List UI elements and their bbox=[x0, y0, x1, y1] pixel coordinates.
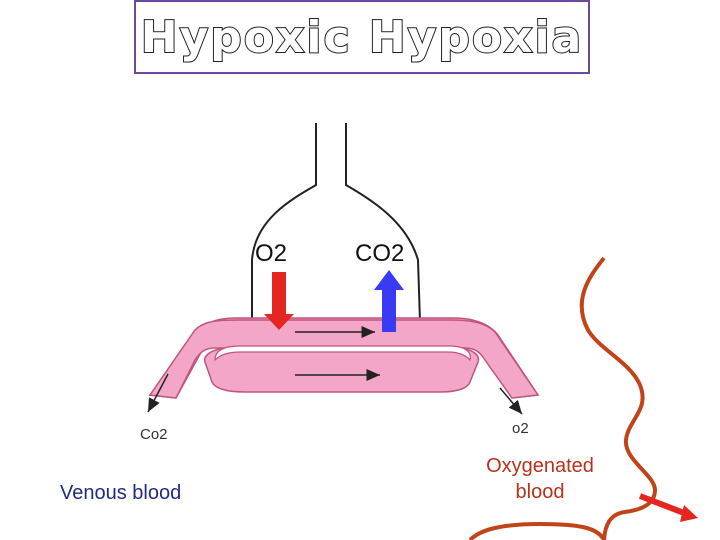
co2-in-label: Co2 bbox=[140, 426, 168, 443]
flow-arrow-in bbox=[147, 373, 169, 413]
capillary-lumen bbox=[214, 345, 471, 362]
capillary-body bbox=[148, 319, 540, 399]
o2-out-label: o2 bbox=[512, 420, 529, 437]
flow-arrow-out bbox=[499, 387, 523, 415]
o2-arrow bbox=[264, 272, 294, 330]
vessel-line-lower bbox=[468, 521, 606, 540]
co2-label: CO2 bbox=[355, 240, 405, 267]
title-box: Hypoxic Hypoxia bbox=[134, 0, 590, 74]
diagram-title: Hypoxic Hypoxia bbox=[140, 11, 584, 64]
venous-blood-label: Venous blood bbox=[60, 482, 182, 504]
oxygenated-blood-label: Oxygenated blood bbox=[486, 455, 594, 503]
vessel-line bbox=[579, 256, 658, 540]
co2-arrow bbox=[374, 270, 404, 332]
alveolus-outline bbox=[251, 123, 421, 323]
o2-label: O2 bbox=[255, 240, 288, 267]
blood-flow-arrow bbox=[638, 493, 698, 522]
